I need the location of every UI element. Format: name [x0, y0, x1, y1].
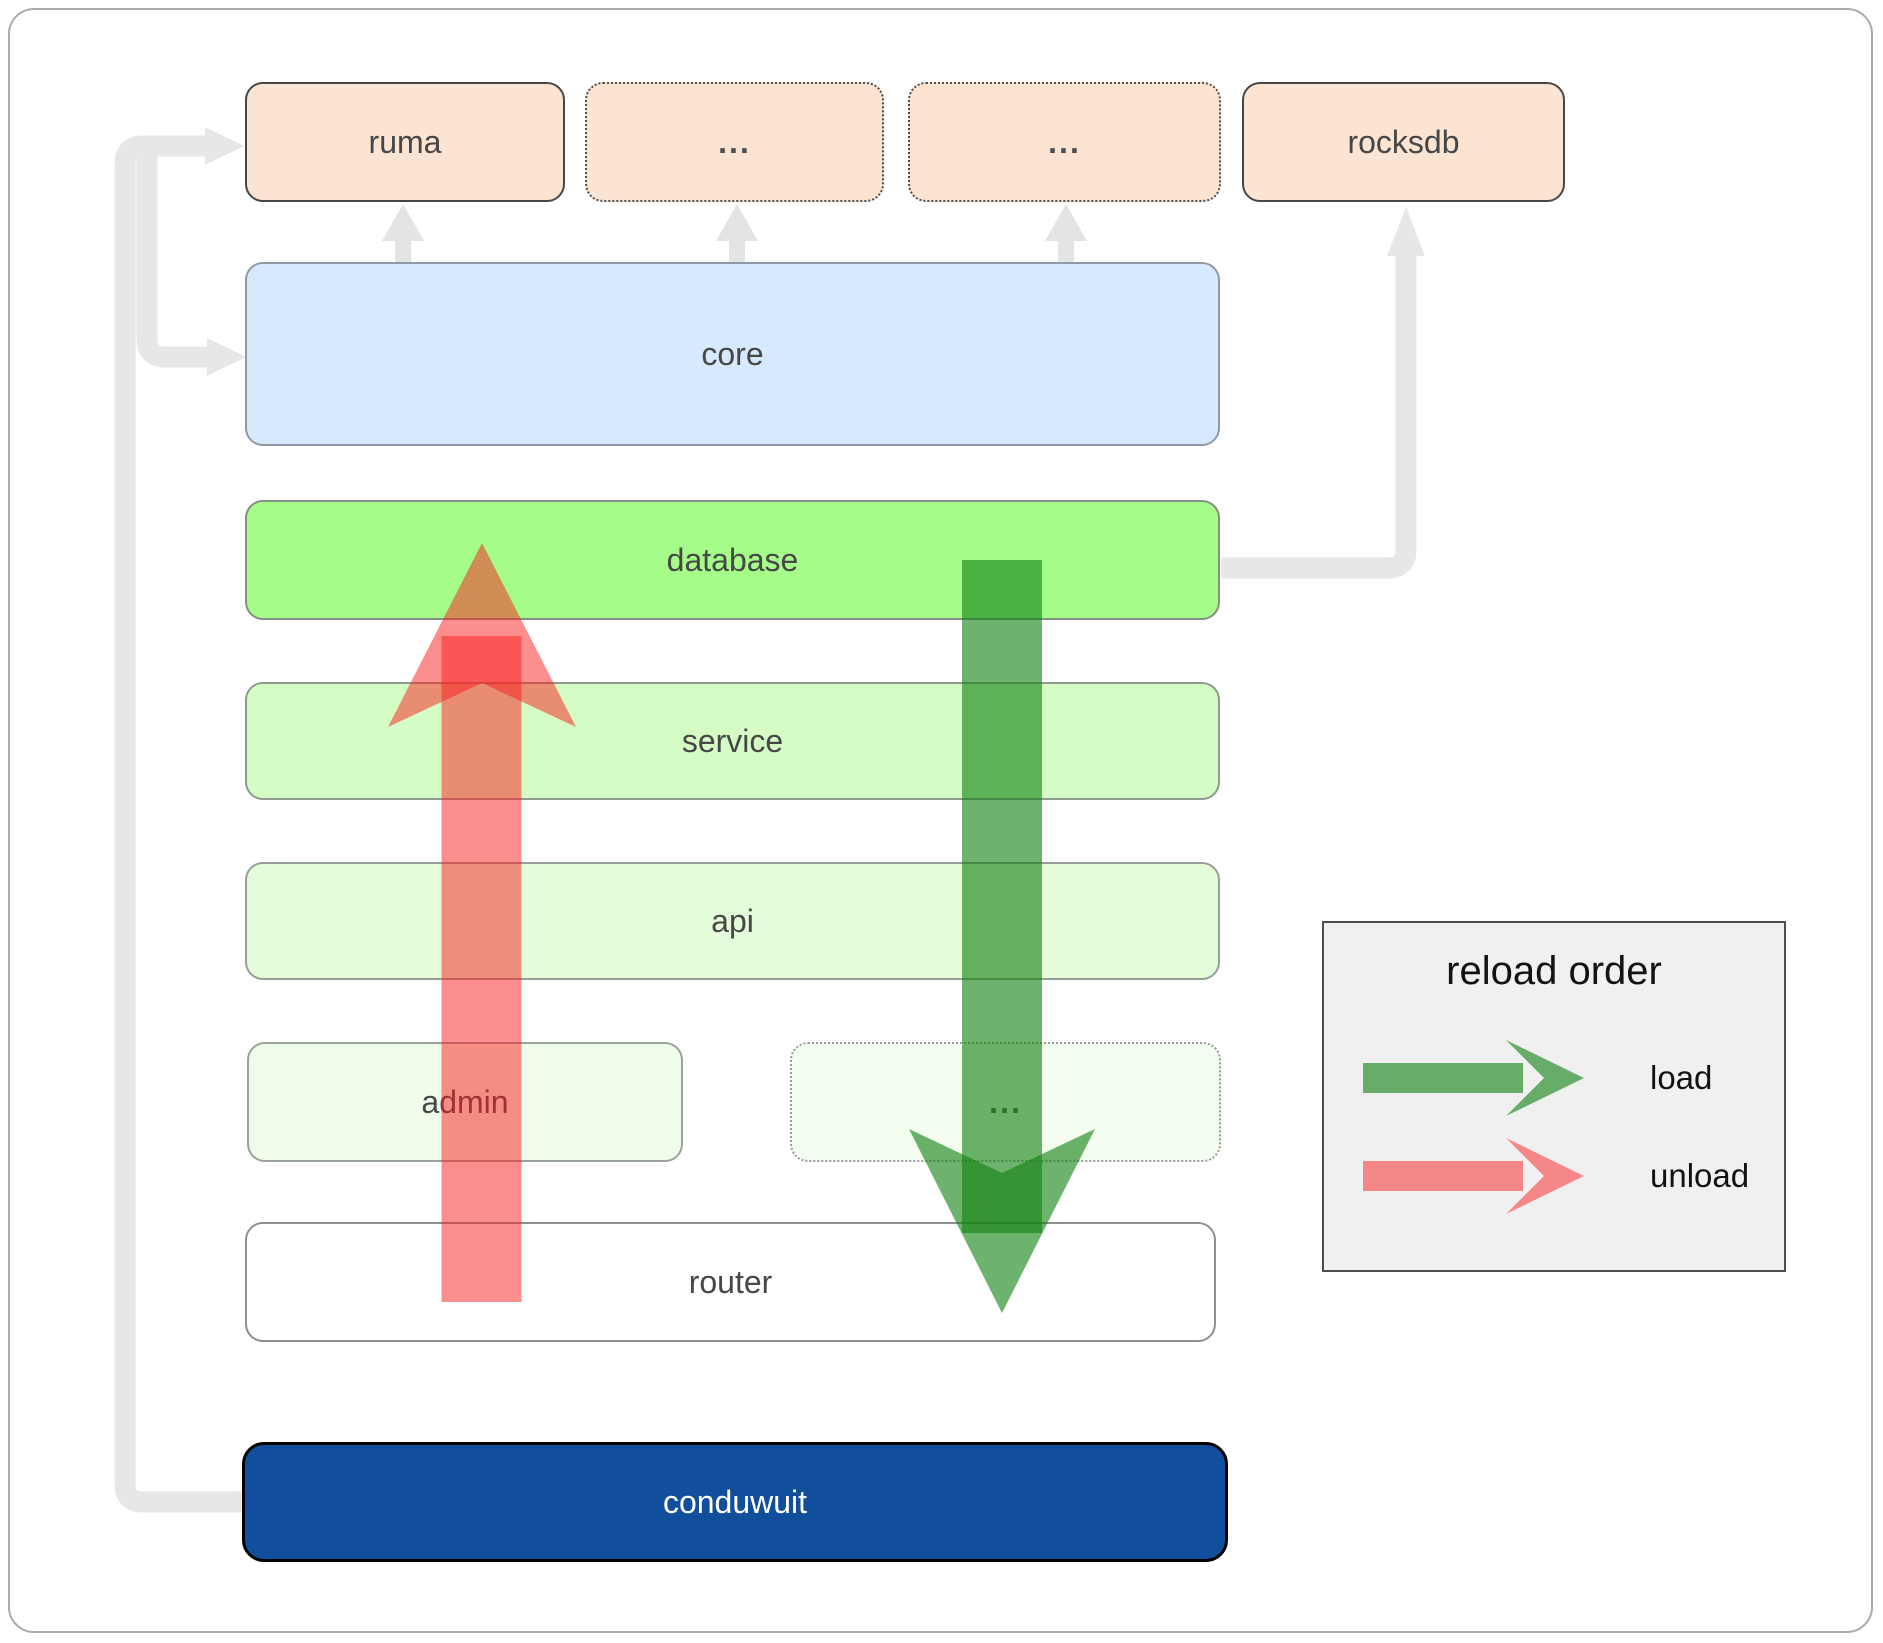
arrowhead-into-rocksdb-icon — [1387, 207, 1425, 256]
node-admin: admin — [247, 1042, 683, 1162]
arrowhead-into-ruma-icon — [205, 127, 244, 165]
node-ellipsis-label: ... — [1048, 123, 1081, 160]
legend-reload-order: reload order — [1322, 921, 1786, 1272]
connector-database-to-rocksdb — [1221, 255, 1417, 579]
node-ellipsis-admin-row: ... — [790, 1042, 1221, 1162]
node-ruma-label: ruma — [368, 123, 442, 160]
node-rocksdb: rocksdb — [1242, 82, 1565, 202]
arrowhead-into-core-icon — [207, 338, 246, 376]
node-conduwuit-label: conduwuit — [662, 1483, 808, 1520]
node-ellipsis-label: ... — [989, 1083, 1022, 1120]
node-conduwuit: conduwuit — [242, 1442, 1228, 1562]
node-ellipsis-label: ... — [718, 123, 751, 160]
node-router: router — [245, 1222, 1216, 1342]
node-ellipsis-top-2: ... — [908, 82, 1221, 202]
up-arrowhead-icon — [716, 204, 758, 241]
node-router-label: router — [688, 1263, 773, 1300]
node-ellipsis-top-1: ... — [585, 82, 884, 202]
node-service: service — [245, 682, 1220, 800]
node-rocksdb-label: rocksdb — [1347, 123, 1460, 160]
node-api-label: api — [711, 902, 754, 939]
legend-load-label: load — [1650, 1059, 1713, 1096]
node-database: database — [245, 500, 1220, 620]
legend-unload-label: unload — [1650, 1157, 1750, 1194]
node-ruma: ruma — [245, 82, 565, 202]
node-database-label: database — [666, 541, 799, 578]
node-core: core — [245, 262, 1220, 446]
up-arrowhead-icon — [382, 204, 424, 241]
node-admin-label: admin — [421, 1083, 509, 1120]
connector-conduwuit-to-core — [136, 150, 207, 368]
node-core-label: core — [701, 335, 764, 372]
node-service-label: service — [681, 722, 784, 759]
diagram-outer-frame — [8, 8, 1873, 1633]
connector-conduwuit-to-ruma — [114, 135, 246, 1513]
up-arrowhead-icon — [1045, 204, 1087, 241]
node-api: api — [245, 862, 1220, 980]
legend-title: reload order — [1446, 949, 1662, 993]
